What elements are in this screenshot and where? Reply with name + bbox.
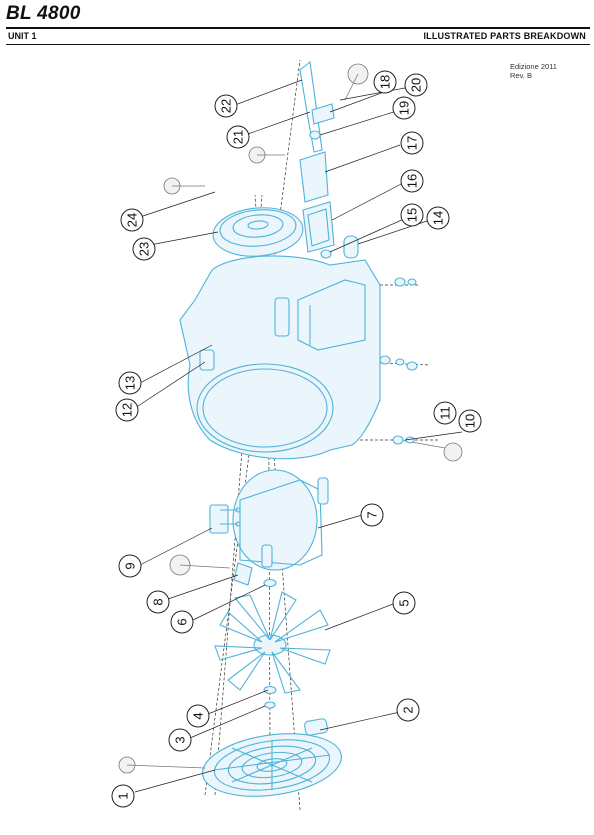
unit-label: UNIT 1 bbox=[8, 31, 37, 41]
gasket-nut bbox=[320, 249, 332, 259]
svg-text:24: 24 bbox=[125, 213, 140, 227]
nut bbox=[264, 701, 276, 709]
callout-5: 5 bbox=[392, 591, 416, 615]
washer bbox=[263, 685, 277, 695]
svg-text:18: 18 bbox=[378, 75, 393, 89]
handle-assembly bbox=[299, 60, 335, 153]
svg-text:4: 4 bbox=[191, 712, 206, 719]
header-rule bbox=[6, 27, 590, 29]
callout-14: 14 bbox=[426, 206, 450, 230]
svg-text:15: 15 bbox=[405, 208, 420, 222]
svg-text:11: 11 bbox=[438, 406, 453, 420]
bracket-screws bbox=[220, 507, 241, 527]
svg-text:1: 1 bbox=[116, 792, 131, 799]
callout-9: 9 bbox=[118, 554, 142, 578]
callout-2: 2 bbox=[396, 698, 420, 722]
mount-plate bbox=[299, 151, 329, 203]
svg-text:21: 21 bbox=[231, 130, 246, 144]
callout-22: 22 bbox=[214, 94, 238, 118]
side-fasteners bbox=[379, 277, 418, 445]
svg-text:7: 7 bbox=[365, 511, 380, 518]
screw-18 bbox=[344, 63, 369, 101]
callout-18: 18 bbox=[373, 70, 397, 94]
svg-text:13: 13 bbox=[123, 376, 138, 390]
screw-22 bbox=[248, 146, 285, 164]
svg-text:14: 14 bbox=[431, 211, 446, 225]
callout-10: 10 bbox=[458, 409, 482, 433]
svg-text:5: 5 bbox=[397, 599, 412, 606]
callout-7: 7 bbox=[360, 503, 384, 527]
callout-11: 11 bbox=[433, 401, 457, 425]
top-cover bbox=[212, 207, 304, 257]
cover-clip bbox=[304, 718, 328, 736]
callout-3: 3 bbox=[168, 728, 192, 752]
fan-impeller bbox=[214, 591, 331, 694]
edition-revision: Rev. B bbox=[510, 71, 532, 80]
spacer-washer bbox=[263, 578, 277, 588]
callout-16: 16 bbox=[400, 169, 424, 193]
svg-text:16: 16 bbox=[405, 174, 420, 188]
svg-text:6: 6 bbox=[175, 618, 190, 625]
svg-text:22: 22 bbox=[219, 99, 234, 113]
model-title: BL 4800 bbox=[6, 3, 81, 24]
svg-text:12: 12 bbox=[120, 403, 135, 417]
bottom-grille-cover bbox=[202, 733, 342, 797]
callout-13: 13 bbox=[118, 371, 142, 395]
callout-19: 19 bbox=[392, 96, 416, 120]
screw-24 bbox=[163, 177, 205, 195]
edition-block: Edizione 2011 Rev. B bbox=[510, 62, 557, 80]
svg-text:23: 23 bbox=[137, 242, 152, 256]
callout-4: 4 bbox=[186, 704, 210, 728]
svg-text:3: 3 bbox=[173, 736, 188, 743]
callout-20: 20 bbox=[404, 73, 428, 97]
side-bracket bbox=[209, 504, 253, 586]
svg-text:20: 20 bbox=[409, 78, 424, 92]
svg-text:17: 17 bbox=[405, 136, 420, 150]
gasket-plate bbox=[302, 201, 335, 253]
callout-15: 15 bbox=[400, 203, 424, 227]
callout-21: 21 bbox=[226, 125, 250, 149]
screw-1 bbox=[118, 756, 206, 774]
callout-12: 12 bbox=[115, 398, 139, 422]
svg-text:2: 2 bbox=[401, 706, 416, 713]
section-title: ILLUSTRATED PARTS BREAKDOWN bbox=[423, 31, 586, 41]
roller bbox=[343, 235, 359, 259]
svg-text:8: 8 bbox=[151, 598, 166, 605]
edition-year: Edizione 2011 bbox=[510, 62, 557, 71]
svg-text:19: 19 bbox=[397, 101, 412, 115]
callout-24: 24 bbox=[120, 208, 144, 232]
header-subrule bbox=[6, 44, 590, 45]
callout-1: 1 bbox=[111, 784, 135, 808]
callout-17: 17 bbox=[400, 131, 424, 155]
axis-line bbox=[254, 194, 301, 811]
outlet-chute bbox=[297, 279, 366, 351]
screw-9 bbox=[169, 554, 231, 576]
callout-6: 6 bbox=[170, 610, 194, 634]
screw-10 bbox=[399, 439, 463, 462]
svg-text:9: 9 bbox=[123, 562, 138, 569]
callout-23: 23 bbox=[132, 237, 156, 261]
callout-8: 8 bbox=[146, 590, 170, 614]
svg-text:10: 10 bbox=[463, 414, 478, 428]
motor-housing bbox=[232, 469, 329, 571]
